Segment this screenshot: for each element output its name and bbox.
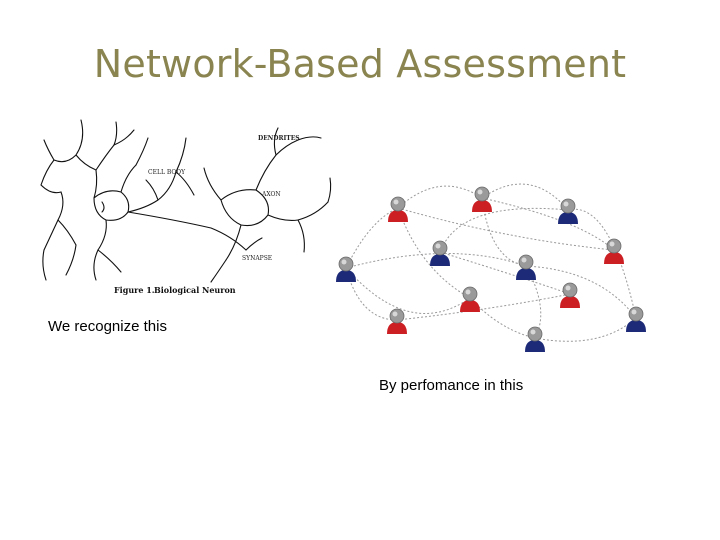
person-head-highlight xyxy=(631,309,637,315)
person-node-blue xyxy=(558,198,578,224)
person-body xyxy=(525,340,545,352)
person-head-highlight xyxy=(465,289,471,295)
person-body xyxy=(388,210,408,222)
person-head xyxy=(432,240,448,256)
caption-right: By perfomance in this xyxy=(379,377,524,394)
person-node-blue xyxy=(336,256,356,282)
network-edge xyxy=(481,183,569,211)
network-edge xyxy=(345,267,398,321)
network-nodes xyxy=(336,186,646,352)
person-head xyxy=(518,254,534,270)
network-edge xyxy=(439,207,569,253)
person-head-highlight xyxy=(393,199,399,205)
network-edge xyxy=(397,207,615,251)
caption-left: We recognize this xyxy=(48,318,167,335)
person-head-highlight xyxy=(530,329,536,335)
person-head xyxy=(389,308,405,324)
network-edge xyxy=(397,207,471,299)
person-head xyxy=(474,186,490,202)
person-head-highlight xyxy=(392,311,398,317)
person-node-red xyxy=(560,282,580,308)
label-axon: AXON xyxy=(261,191,281,198)
network-edge xyxy=(567,208,637,319)
person-node-red xyxy=(472,186,492,212)
person-node-blue xyxy=(626,306,646,332)
biological-neuron-figure: DENDRITES CELL BODY AXON SYNAPSE Figure … xyxy=(40,119,332,295)
label-cell-body: CELL BODY xyxy=(148,169,186,176)
figure-number: Figure 1. xyxy=(114,285,155,295)
person-head xyxy=(462,286,478,302)
network-edge xyxy=(397,185,483,209)
person-head-highlight xyxy=(521,257,527,263)
person-body xyxy=(558,212,578,224)
network-edge xyxy=(345,253,527,269)
person-node-blue xyxy=(430,240,450,266)
figure-caption: Biological Neuron xyxy=(154,285,236,295)
label-synapse: SYNAPSE xyxy=(242,255,272,262)
person-node-red xyxy=(460,286,480,312)
person-head-highlight xyxy=(609,241,615,247)
person-body xyxy=(430,254,450,266)
person-head-highlight xyxy=(435,243,441,249)
network-edge xyxy=(481,197,615,251)
person-head-highlight xyxy=(565,285,571,291)
person-head-highlight xyxy=(477,189,483,195)
person-body xyxy=(387,322,407,334)
person-body xyxy=(560,296,580,308)
person-head xyxy=(606,238,622,254)
person-head xyxy=(390,196,406,212)
network-edge xyxy=(439,251,571,295)
person-node-blue xyxy=(525,326,545,352)
person-body xyxy=(460,300,480,312)
person-head xyxy=(527,326,543,342)
person-body xyxy=(626,320,646,332)
network-edge xyxy=(469,297,536,339)
person-node-blue xyxy=(516,254,536,280)
neuron-drawing xyxy=(40,119,332,283)
person-head xyxy=(562,282,578,298)
person-node-red xyxy=(387,308,407,334)
person-body xyxy=(472,200,492,212)
person-body xyxy=(336,270,356,282)
person-body xyxy=(604,252,624,264)
network-edge xyxy=(396,293,571,321)
person-head-highlight xyxy=(341,259,347,265)
network-edge xyxy=(525,265,637,319)
network-edge xyxy=(534,317,637,342)
person-head xyxy=(338,256,354,272)
person-node-red xyxy=(388,196,408,222)
slide-title: Network-Based Assessment xyxy=(93,42,627,86)
network-edge xyxy=(345,267,471,314)
person-head xyxy=(628,306,644,322)
person-head-highlight xyxy=(563,201,569,207)
person-head xyxy=(560,198,576,214)
person-body xyxy=(516,268,536,280)
label-dendrites: DENDRITES xyxy=(258,135,300,142)
person-node-red xyxy=(604,238,624,264)
social-network-figure xyxy=(336,183,646,352)
